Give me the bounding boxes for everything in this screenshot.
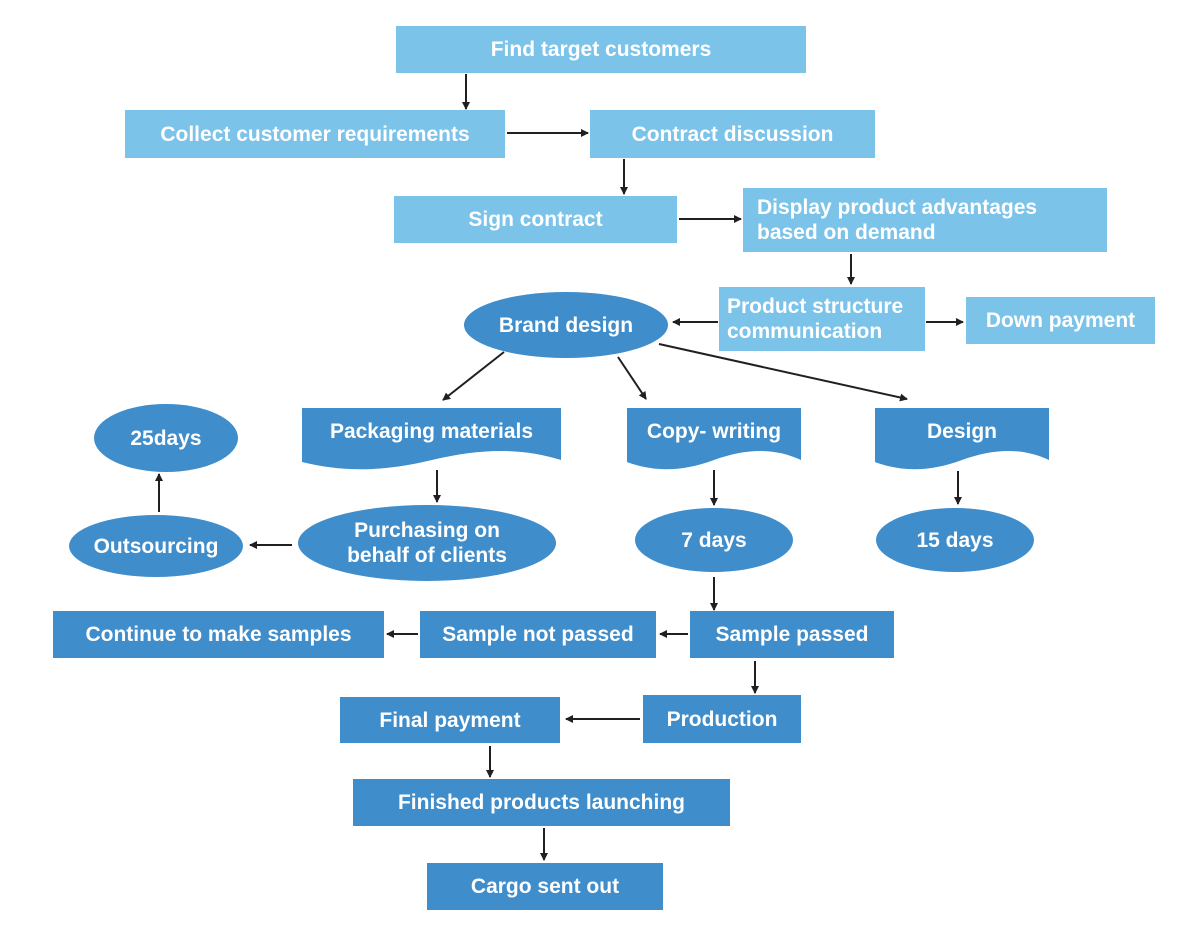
find-target-customers-label: Find target customers — [490, 38, 712, 61]
sign-contract-box: Sign contract — [394, 196, 677, 243]
outsourcing-ellipse: Outsourcing — [69, 515, 243, 577]
arrow-brand-to-design — [658, 343, 908, 402]
sample-passed-label: Sample passed — [715, 623, 869, 646]
purchasing-on-behalf-label: Purchasing on behalf of clients — [347, 519, 507, 567]
product-structure-label: Product structure communication — [727, 295, 904, 343]
production-box: Production — [643, 695, 801, 743]
finished-products-label: Finished products launching — [397, 791, 685, 814]
find-target-customers-box: Find target customers — [396, 26, 806, 73]
brand-design-label: Brand design — [498, 313, 634, 337]
final-payment-box: Final payment — [340, 697, 560, 743]
continue-samples-label: Continue to make samples — [85, 623, 352, 646]
copy-writing-banner: Copy- writing — [627, 408, 801, 470]
banner-shape — [875, 408, 1049, 470]
arrow-brand-to-copywriting — [617, 356, 647, 400]
days-25-label: 25days — [130, 426, 202, 450]
banner-shape — [627, 408, 801, 470]
cargo-sent-out-box: Cargo sent out — [427, 863, 663, 910]
design-banner: Design — [875, 408, 1049, 470]
sample-not-passed-label: Sample not passed — [442, 623, 634, 646]
down-payment-box: Down payment — [966, 297, 1155, 344]
packaging-materials-label: Packaging materials — [329, 420, 534, 443]
brand-design-ellipse: Brand design — [464, 292, 668, 358]
final-payment-label: Final payment — [379, 708, 521, 732]
design-label: Design — [926, 420, 997, 443]
collect-requirements-box: Collect customer requirements — [125, 110, 505, 158]
down-payment-label: Down payment — [985, 309, 1136, 332]
contract-discussion-label: Contract discussion — [631, 122, 834, 146]
days-25-ellipse: 25days — [94, 404, 238, 472]
contract-discussion-box: Contract discussion — [590, 110, 875, 158]
outsourcing-label: Outsourcing — [93, 534, 219, 558]
sample-not-passed-box: Sample not passed — [420, 611, 656, 658]
display-advantages-box: Display product advantages based on dema… — [743, 188, 1107, 252]
continue-samples-box: Continue to make samples — [53, 611, 384, 658]
arrow-brand-to-packaging — [442, 351, 505, 401]
production-label: Production — [666, 707, 778, 731]
display-advantages-label: Display product advantages based on dema… — [757, 196, 1038, 244]
product-structure-box: Product structure communication — [719, 287, 925, 351]
collect-requirements-label: Collect customer requirements — [160, 122, 470, 146]
cargo-sent-out-label: Cargo sent out — [470, 875, 620, 898]
banner-shape — [302, 408, 561, 470]
packaging-materials-banner: Packaging materials — [302, 408, 561, 470]
copy-writing-label: Copy- writing — [646, 420, 782, 443]
days-15-ellipse: 15 days — [876, 508, 1034, 572]
days-7-label: 7 days — [681, 528, 747, 552]
days-7-ellipse: 7 days — [635, 508, 793, 572]
purchasing-on-behalf-ellipse: Purchasing on behalf of clients — [298, 505, 556, 581]
finished-products-box: Finished products launching — [353, 779, 730, 826]
days-15-label: 15 days — [916, 528, 994, 552]
sample-passed-box: Sample passed — [690, 611, 894, 658]
sign-contract-label: Sign contract — [468, 208, 603, 231]
